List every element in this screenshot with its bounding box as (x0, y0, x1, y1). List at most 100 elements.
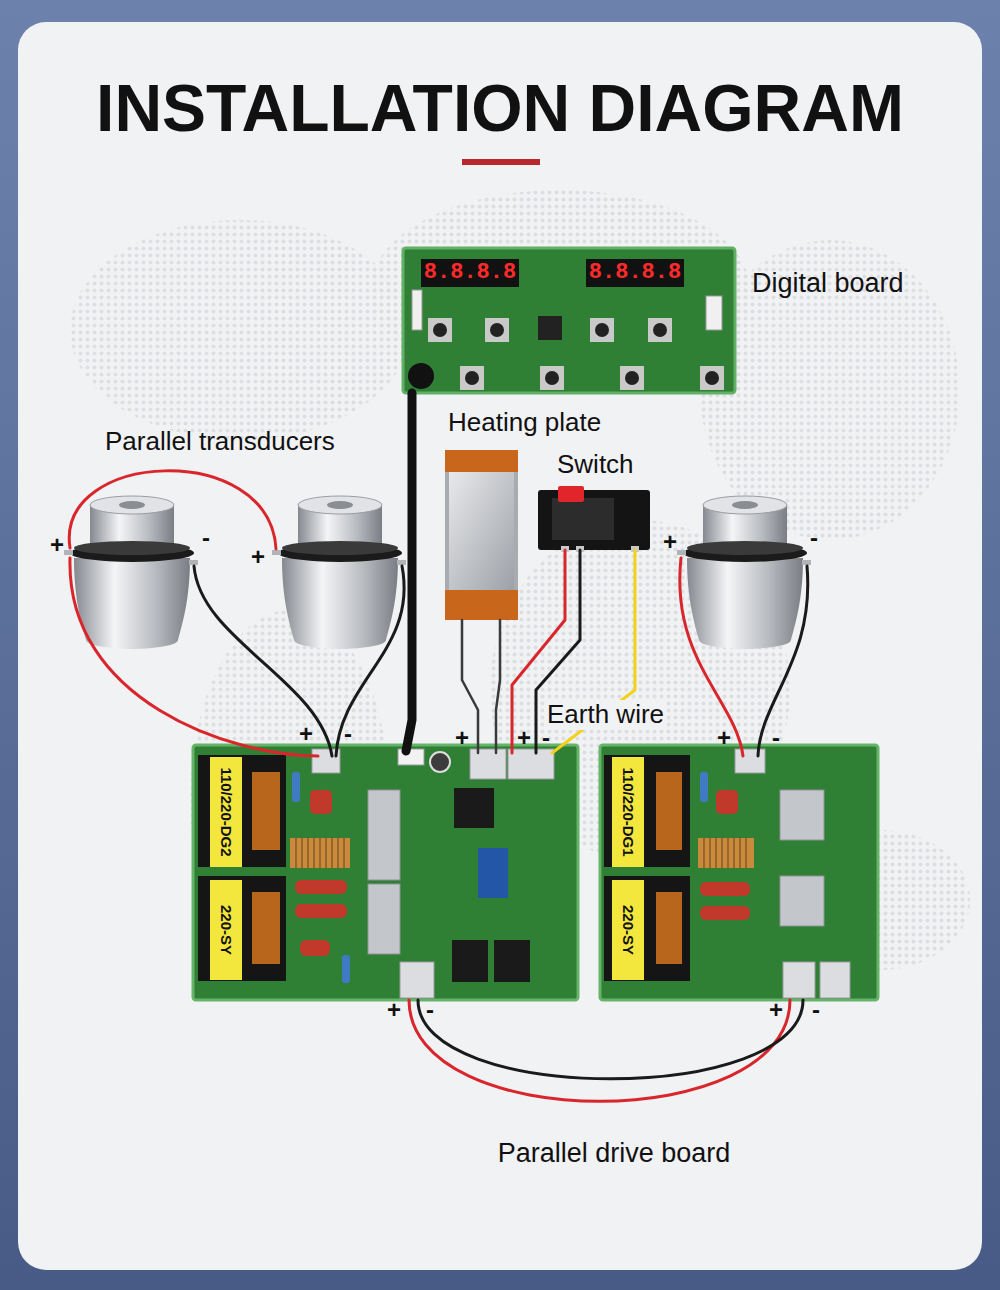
board-label: 110/220-DG2 (210, 757, 242, 867)
button-cap (490, 323, 504, 337)
resistor (292, 772, 300, 802)
led-display (586, 259, 684, 287)
switch: Switch (538, 488, 650, 550)
button (428, 318, 452, 342)
button (620, 366, 644, 390)
polarity-sign: - (344, 720, 352, 748)
pcb (403, 248, 735, 393)
transformer (198, 876, 286, 981)
heatsink (368, 790, 400, 880)
transformer-core (656, 892, 682, 964)
button-cap (465, 371, 479, 385)
terminal-block (783, 962, 815, 998)
model-text: 220-SY (621, 905, 636, 955)
board-label: 220-SY (210, 880, 242, 980)
wire-label: Earth wire (544, 700, 667, 730)
button-cap (595, 323, 609, 337)
module (478, 848, 508, 898)
connector (409, 1000, 803, 1101)
button (700, 366, 724, 390)
digital-board (403, 248, 735, 393)
heating-plate: Heating plate (445, 450, 518, 620)
button (540, 366, 564, 390)
rocker-switch (538, 486, 650, 552)
polarity-sign: - (426, 996, 434, 1024)
red-wire (680, 558, 743, 756)
red-wire (70, 558, 318, 756)
resistor (700, 772, 708, 802)
button-cap (625, 371, 639, 385)
capacitor (300, 940, 330, 956)
polarity-sign: + (50, 531, 64, 559)
switch-rocker (558, 486, 584, 502)
plate-face (449, 472, 514, 590)
polarity-sign: + (455, 724, 469, 752)
board-label: 110/220-DG1 (612, 757, 644, 867)
relay (494, 940, 530, 982)
connector (406, 393, 412, 751)
board-label: 220-SY (612, 880, 644, 980)
transformer (198, 755, 286, 867)
button-cap (653, 323, 667, 337)
polarity-sign: - (772, 724, 780, 752)
polarity-sign: + (717, 724, 731, 752)
buzzer (408, 363, 434, 389)
plate-body (445, 450, 518, 620)
wire-label: Parallel drive board (495, 1138, 734, 1169)
switch-face (552, 498, 614, 540)
black-wire (194, 566, 332, 756)
capacitor (716, 790, 738, 814)
connector (706, 296, 722, 330)
part-name: Digital board (752, 268, 904, 299)
coil-winding (704, 838, 746, 868)
group-label: Parallel transducers (105, 427, 335, 457)
wire (406, 393, 412, 751)
parallel-drive-board: 110/220-DG1 220-SY (600, 745, 878, 1000)
transducer-wires (69, 471, 808, 756)
polarity-sign: - (812, 996, 820, 1024)
capacitor (295, 904, 347, 918)
wire (496, 620, 500, 753)
resistor (342, 955, 350, 983)
switch-body (538, 490, 650, 550)
button (648, 318, 672, 342)
polarity-sign: + (517, 724, 531, 752)
heatsink (368, 884, 400, 954)
heatsink (780, 790, 824, 840)
heating-plate (445, 450, 518, 620)
transformer-core (656, 772, 682, 850)
button-cap (705, 371, 719, 385)
black-wire (758, 566, 808, 756)
parallel-board (600, 745, 878, 1000)
plate-end (445, 590, 518, 620)
polarity-sign: + (663, 528, 677, 556)
map-dots (700, 240, 960, 540)
polarity-sign: + (387, 996, 401, 1024)
polarity-sign: + (299, 720, 313, 748)
coil (290, 838, 350, 868)
part-name: Heating plate (448, 408, 601, 438)
capacitor (310, 790, 332, 814)
transducer (677, 496, 811, 649)
display-digits: 8.8.8.8 (424, 260, 516, 285)
capacitor (700, 882, 750, 896)
transformer (604, 876, 690, 981)
transformer-core (252, 772, 280, 850)
terminal-block (400, 962, 434, 998)
panel (18, 22, 982, 1270)
capacitor (700, 906, 750, 920)
model-text: 110/220-DG1 (621, 767, 636, 856)
title: INSTALLATION DIAGRAM (0, 68, 1000, 148)
black-wire (336, 566, 404, 756)
button (460, 366, 484, 390)
button-cap (433, 323, 447, 337)
transducer (272, 496, 406, 649)
red-wire (69, 471, 276, 549)
capacitor (295, 880, 347, 894)
connector (412, 290, 422, 330)
led-display (421, 259, 519, 287)
